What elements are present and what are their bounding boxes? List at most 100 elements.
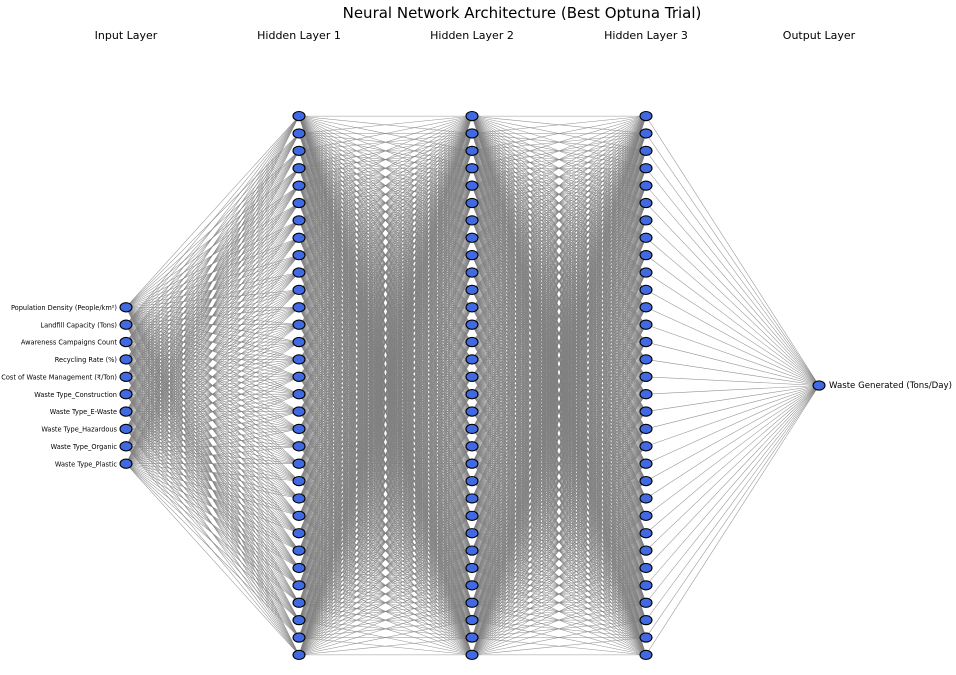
connection-edge bbox=[645, 385, 820, 656]
connection-edge bbox=[471, 116, 647, 569]
connection-edge bbox=[298, 115, 473, 464]
neuron-node bbox=[465, 336, 479, 348]
connection-edge bbox=[125, 289, 300, 464]
neuron-node bbox=[465, 614, 479, 626]
neuron-node bbox=[292, 354, 306, 365]
neuron-node bbox=[639, 580, 653, 591]
connection-edge bbox=[298, 220, 473, 655]
input-feature-label: Recycling Rate (%) bbox=[55, 356, 117, 364]
neuron-node bbox=[292, 110, 306, 122]
connection-edge bbox=[471, 394, 647, 656]
connection-edge bbox=[125, 359, 300, 464]
neuron-node bbox=[465, 180, 479, 191]
connection-edge bbox=[125, 463, 300, 569]
neuron-labels: Population Density (People/km²)Landfill … bbox=[1, 304, 952, 468]
connection-edge bbox=[125, 115, 300, 447]
neuron-node bbox=[639, 110, 653, 122]
connection-edge bbox=[471, 115, 647, 134]
neuron-node bbox=[119, 423, 133, 435]
connection-edge bbox=[298, 116, 473, 603]
connection-edge bbox=[471, 116, 647, 534]
connection-edge bbox=[645, 385, 820, 621]
connection-edge bbox=[645, 307, 820, 386]
connection-edge bbox=[125, 115, 300, 343]
connection-edge bbox=[298, 185, 473, 655]
connection-edge bbox=[471, 446, 647, 656]
connection-edge bbox=[125, 115, 300, 430]
connection-edge bbox=[645, 385, 820, 534]
neuron-node bbox=[119, 406, 133, 417]
connection-edge bbox=[471, 116, 647, 586]
layer-label-hidden-3: Hidden Layer 3 bbox=[604, 29, 688, 42]
connection-edge bbox=[298, 116, 473, 569]
input-feature-label: Waste Type_Hazardous bbox=[41, 426, 117, 434]
connection-edge bbox=[645, 385, 820, 586]
connection-edge bbox=[298, 567, 473, 656]
connection-edge bbox=[471, 115, 647, 325]
neuron-node bbox=[465, 110, 479, 122]
connection-edge bbox=[471, 133, 647, 655]
connection-edge bbox=[471, 307, 647, 656]
input-feature-label: Waste Type_Construction bbox=[34, 391, 117, 399]
connection-edge bbox=[298, 168, 473, 655]
neuron-node bbox=[639, 632, 653, 643]
connection-edge bbox=[471, 480, 647, 656]
neuron-node bbox=[639, 249, 653, 261]
connection-edge bbox=[298, 307, 473, 656]
neuron-node bbox=[465, 128, 479, 139]
connection-edge bbox=[298, 115, 473, 204]
neuron-node bbox=[465, 406, 479, 417]
connection-edge bbox=[298, 116, 473, 551]
connection-edge bbox=[125, 446, 300, 464]
connection-edge bbox=[645, 376, 820, 386]
input-feature-label: Cost of Waste Management (₹/Ton) bbox=[1, 373, 117, 381]
connection-edge bbox=[125, 115, 300, 412]
neuron-node bbox=[465, 580, 479, 591]
input-feature-label: Awareness Campaigns Count bbox=[21, 339, 118, 347]
connection-edge bbox=[125, 411, 300, 464]
connection-edge bbox=[471, 115, 647, 221]
connection-edge bbox=[471, 602, 647, 656]
neuron-node bbox=[465, 371, 479, 382]
connection-edge bbox=[471, 115, 647, 412]
neuron-node bbox=[292, 475, 306, 487]
neuron-node bbox=[639, 145, 653, 157]
neuron-node bbox=[639, 267, 653, 278]
layer-label-input: Input Layer bbox=[95, 29, 158, 42]
connection-edge bbox=[298, 463, 473, 656]
connection-edge bbox=[645, 133, 820, 386]
neuron-node bbox=[292, 232, 306, 243]
connection-edge bbox=[471, 324, 647, 656]
connection-edge bbox=[645, 115, 820, 386]
neuron-node bbox=[812, 380, 826, 391]
connection-edge bbox=[471, 237, 647, 655]
connection-edge bbox=[298, 359, 473, 656]
connection-edge bbox=[471, 115, 647, 169]
connection-edge bbox=[471, 116, 647, 655]
neuron-node bbox=[119, 458, 133, 469]
neuron-node bbox=[292, 389, 306, 400]
connection-edge bbox=[471, 115, 647, 430]
connection-edge bbox=[645, 385, 820, 395]
connection-edge bbox=[298, 115, 473, 343]
connection-edge bbox=[125, 341, 300, 464]
connection-edge bbox=[298, 115, 473, 447]
connection-edge bbox=[471, 116, 647, 551]
neuron-node bbox=[639, 232, 653, 243]
neuron-node bbox=[119, 441, 133, 452]
neuron-node bbox=[639, 128, 653, 139]
input-feature-label: Waste Type_E-Waste bbox=[50, 408, 117, 416]
connection-edge bbox=[298, 602, 473, 656]
neuron-node bbox=[465, 545, 479, 556]
connection-edge bbox=[125, 115, 300, 395]
input-feature-label: Waste Type_Organic bbox=[51, 443, 118, 451]
connection-edge bbox=[471, 341, 647, 656]
connection-edge bbox=[471, 115, 647, 464]
layer-label-output: Output Layer bbox=[783, 29, 856, 42]
neuron-node bbox=[639, 493, 653, 504]
neuron-node bbox=[639, 371, 653, 382]
connection-edge bbox=[298, 115, 473, 152]
neuron-node bbox=[465, 249, 479, 261]
neuron-node bbox=[292, 336, 306, 348]
